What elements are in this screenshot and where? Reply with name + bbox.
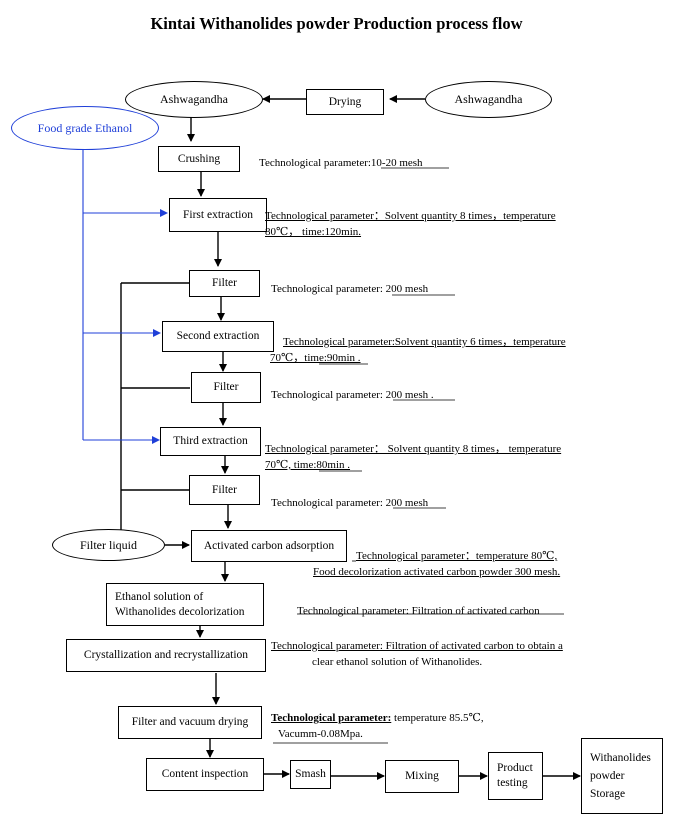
activated-carbon-param-line1: Technological parameter：temperature 80℃,	[356, 550, 558, 562]
filter3-node: Filter	[189, 475, 260, 505]
crystallization-param-line1: Technological parameter: Filtration of a…	[271, 640, 563, 652]
second-extraction-param: Technological parameter:Solvent quantity…	[270, 334, 566, 366]
crystallization-label: Crystallization and recrystallization	[83, 649, 249, 661]
crushing-node: Crushing	[158, 146, 240, 172]
first-extraction-node: First extraction	[169, 198, 267, 232]
filter3-param: Technological parameter: 200 mesh	[271, 497, 429, 509]
crystallization-param: Technological parameter: Filtration of a…	[271, 638, 563, 670]
third-extraction-label: Third extraction	[173, 435, 248, 447]
product-testing-node: Product testing	[488, 752, 543, 800]
ethanol-node: Food grade Ethanol	[11, 106, 159, 150]
product-testing-label-line1: Product	[497, 762, 533, 774]
second-extraction-param-line1: Technological parameter:Solvent quantity…	[283, 336, 566, 348]
content-inspection-label: Content inspection	[161, 768, 249, 780]
first-extraction-param-line1: Technological parameter：Solvent quantity…	[265, 210, 556, 222]
second-extraction-label: Second extraction	[176, 330, 260, 342]
filter1-node: Filter	[189, 270, 260, 297]
filter2-node: Filter	[191, 372, 261, 403]
third-extraction-node: Third extraction	[160, 427, 261, 456]
third-extraction-param-line2: 70℃, time:80min .	[265, 459, 351, 471]
crystallization-param-line2: clear ethanol solution of Withanolides.	[312, 656, 483, 668]
second-extraction-param-line2: 70℃，time:90min .	[270, 352, 361, 364]
first-extraction-param-line2: 80℃， time:120min.	[265, 226, 362, 238]
filter-vacuum-param-heading: Technological parameter:	[271, 712, 392, 724]
ashwagandha-right-label: Ashwagandha	[454, 92, 523, 106]
activated-carbon-node: Activated carbon adsorption	[191, 530, 347, 562]
filter-vacuum-param: Technological parameter: temperature 85.…	[271, 710, 484, 742]
second-extraction-node: Second extraction	[162, 321, 274, 352]
filter-liquid-label: Filter liquid	[80, 537, 137, 552]
filter-vacuum-param-line2: Vacumm-0.08Mpa.	[278, 728, 363, 740]
crushing-label: Crushing	[177, 152, 221, 165]
product-testing-label-line2: testing	[497, 777, 528, 789]
activated-carbon-param: Technological parameter：temperature 80℃,…	[313, 548, 560, 580]
activated-carbon-label: Activated carbon adsorption	[203, 539, 335, 552]
ashwagandha-left-node: Ashwagandha	[125, 81, 263, 118]
smash-label: Smash	[295, 768, 326, 780]
storage-node: Withanolides powder Storage	[581, 738, 663, 814]
mixing-label: Mixing	[405, 770, 439, 782]
filter1-param: Technological parameter: 200 mesh	[271, 283, 429, 295]
storage-label-line2: powder	[590, 770, 625, 782]
ethanol-solution-label-line1: Ethanol solution of	[115, 590, 204, 603]
ethanol-solution-param: Technological parameter: Filtration of a…	[297, 605, 540, 617]
filter3-label: Filter	[212, 483, 237, 496]
filter-vacuum-param-line1: temperature 85.5℃,	[391, 712, 484, 724]
crushing-param: Technological parameter:10-20 mesh	[259, 157, 423, 169]
ethanol-solution-node: Ethanol solution of Withanolides decolor…	[106, 583, 264, 626]
third-extraction-param: Technological parameter： Solvent quantit…	[265, 441, 561, 473]
content-inspection-node: Content inspection	[146, 758, 264, 791]
drying-label: Drying	[328, 95, 362, 108]
activated-carbon-param-line2: Food decolorization activated carbon pow…	[313, 566, 561, 578]
mixing-node: Mixing	[385, 760, 459, 793]
ethanol-label: Food grade Ethanol	[37, 120, 133, 135]
third-extraction-param-line1: Technological parameter： Solvent quantit…	[265, 443, 562, 455]
filter1-label: Filter	[212, 277, 237, 289]
ethanol-feed-lines	[82, 150, 168, 444]
first-extraction-param: Technological parameter：Solvent quantity…	[265, 208, 556, 240]
ethanol-solution-label-line2: Withanolides decolorization	[115, 605, 245, 618]
filter-vacuum-node: Filter and vacuum drying	[118, 706, 262, 739]
filter-vacuum-label: Filter and vacuum drying	[131, 716, 249, 728]
drying-node: Drying	[306, 89, 384, 115]
ashwagandha-right-node: Ashwagandha	[425, 81, 552, 118]
storage-label-line1: Withanolides	[590, 752, 651, 764]
first-extraction-label: First extraction	[183, 208, 253, 221]
page-title: Kintai Withanolides powder Production pr…	[150, 14, 523, 33]
filter2-label: Filter	[213, 381, 239, 393]
storage-label-line3: Storage	[590, 788, 626, 800]
filter2-param: Technological parameter: 200 mesh .	[271, 389, 434, 401]
smash-node: Smash	[290, 760, 331, 789]
crystallization-node: Crystallization and recrystallization	[66, 639, 266, 672]
filter-liquid-node: Filter liquid	[52, 529, 165, 561]
ashwagandha-left-label: Ashwagandha	[160, 92, 228, 106]
